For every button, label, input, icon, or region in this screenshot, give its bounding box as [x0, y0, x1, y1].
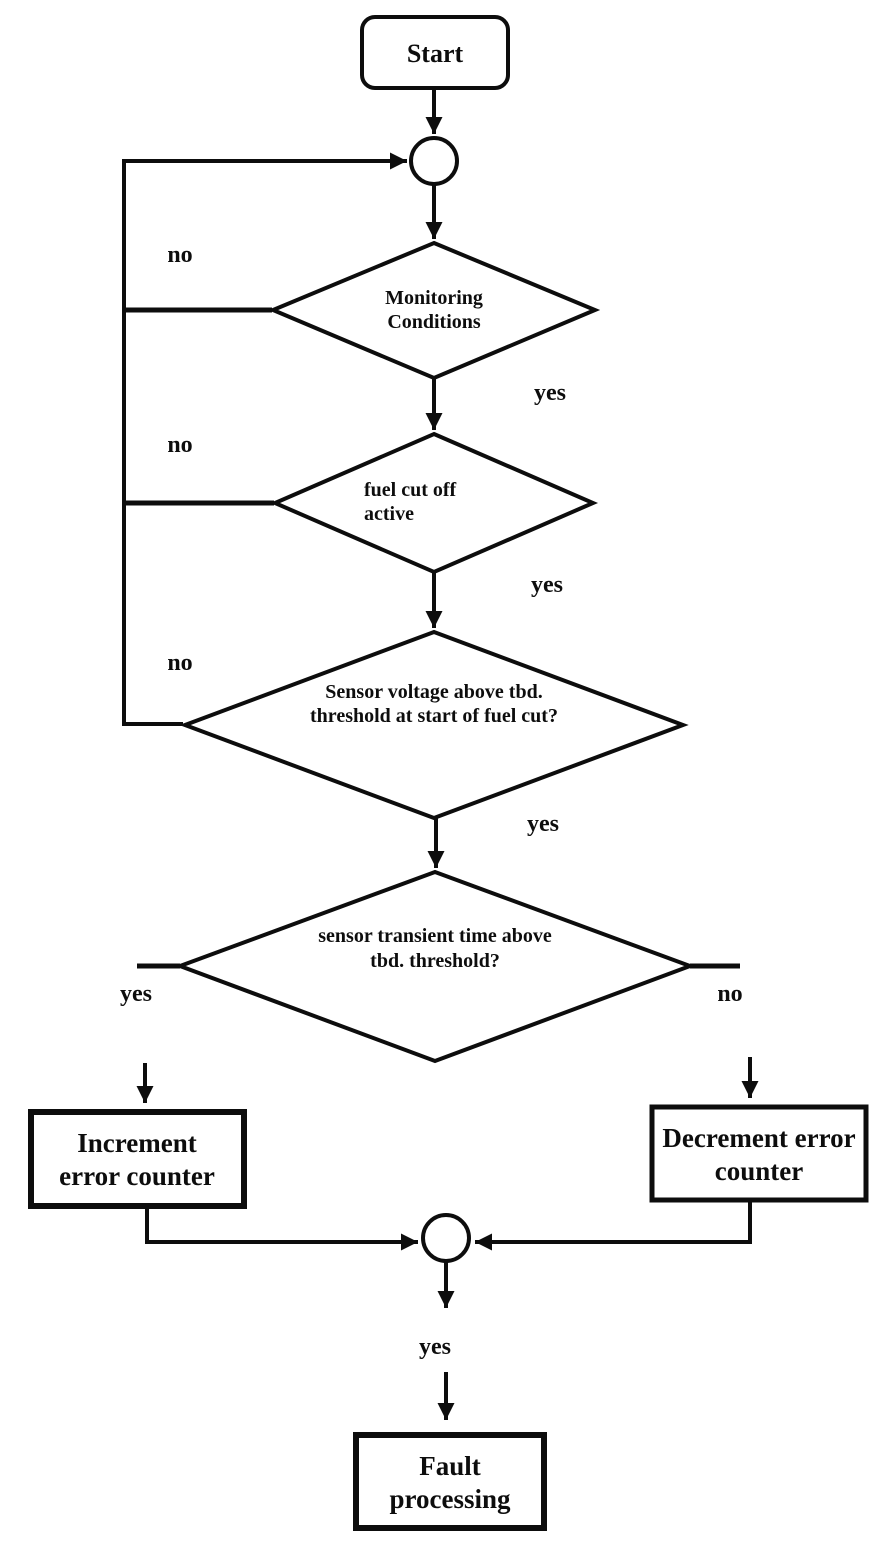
decision-sensor-voltage [179, 629, 689, 821]
decision-voltage-line1: Sensor voltage above tbd. [325, 681, 542, 703]
decision-fuelcut-line2: active [364, 503, 414, 525]
label-voltage-no: no [167, 650, 192, 676]
decision-fuel-cut-off [269, 431, 599, 575]
label-transient-yes: yes [120, 981, 152, 1007]
decision-voltage-line2: threshold at start of fuel cut? [310, 705, 558, 727]
process-increment-counter [28, 1109, 247, 1209]
label-fuelcut-no: no [167, 432, 192, 458]
start-node [360, 15, 510, 90]
edge-increment-to-merge [145, 1207, 418, 1251]
label-monitoring-no: no [167, 242, 192, 268]
decision-sensor-transient [174, 869, 696, 1064]
process-decrement-counter [649, 1104, 869, 1203]
process-increment-line2: error counter [59, 1161, 215, 1191]
process-fault-line2: processing [389, 1484, 511, 1514]
edge-decrement-to-merge [475, 1200, 752, 1251]
decision-transient-line2: tbd. threshold? [370, 950, 500, 972]
decision-monitoring-line1: Monitoring [385, 287, 483, 309]
process-decrement-line1: Decrement error [662, 1123, 855, 1153]
label-monitoring-yes: yes [534, 380, 566, 406]
label-fuelcut-yes: yes [531, 572, 563, 598]
label-voltage-yes: yes [527, 811, 559, 837]
process-increment-line1: Increment [77, 1128, 196, 1158]
start-label: Start [407, 39, 464, 68]
decision-transient-line1: sensor transient time above [318, 925, 552, 947]
junction-merge-connector [421, 1213, 471, 1263]
junction-top-connector [409, 136, 459, 186]
process-fault-line1: Fault [419, 1451, 481, 1481]
process-decrement-line2: counter [715, 1156, 803, 1186]
process-fault-processing [353, 1432, 547, 1531]
decision-monitoring-conditions [267, 240, 601, 381]
decision-fuelcut-line1: fuel cut off [364, 479, 457, 501]
decision-monitoring-line2: Conditions [387, 311, 481, 333]
label-transient-no: no [717, 981, 742, 1007]
label-merge-yes: yes [419, 1334, 451, 1360]
edge-no-feedback-loop [122, 152, 407, 726]
